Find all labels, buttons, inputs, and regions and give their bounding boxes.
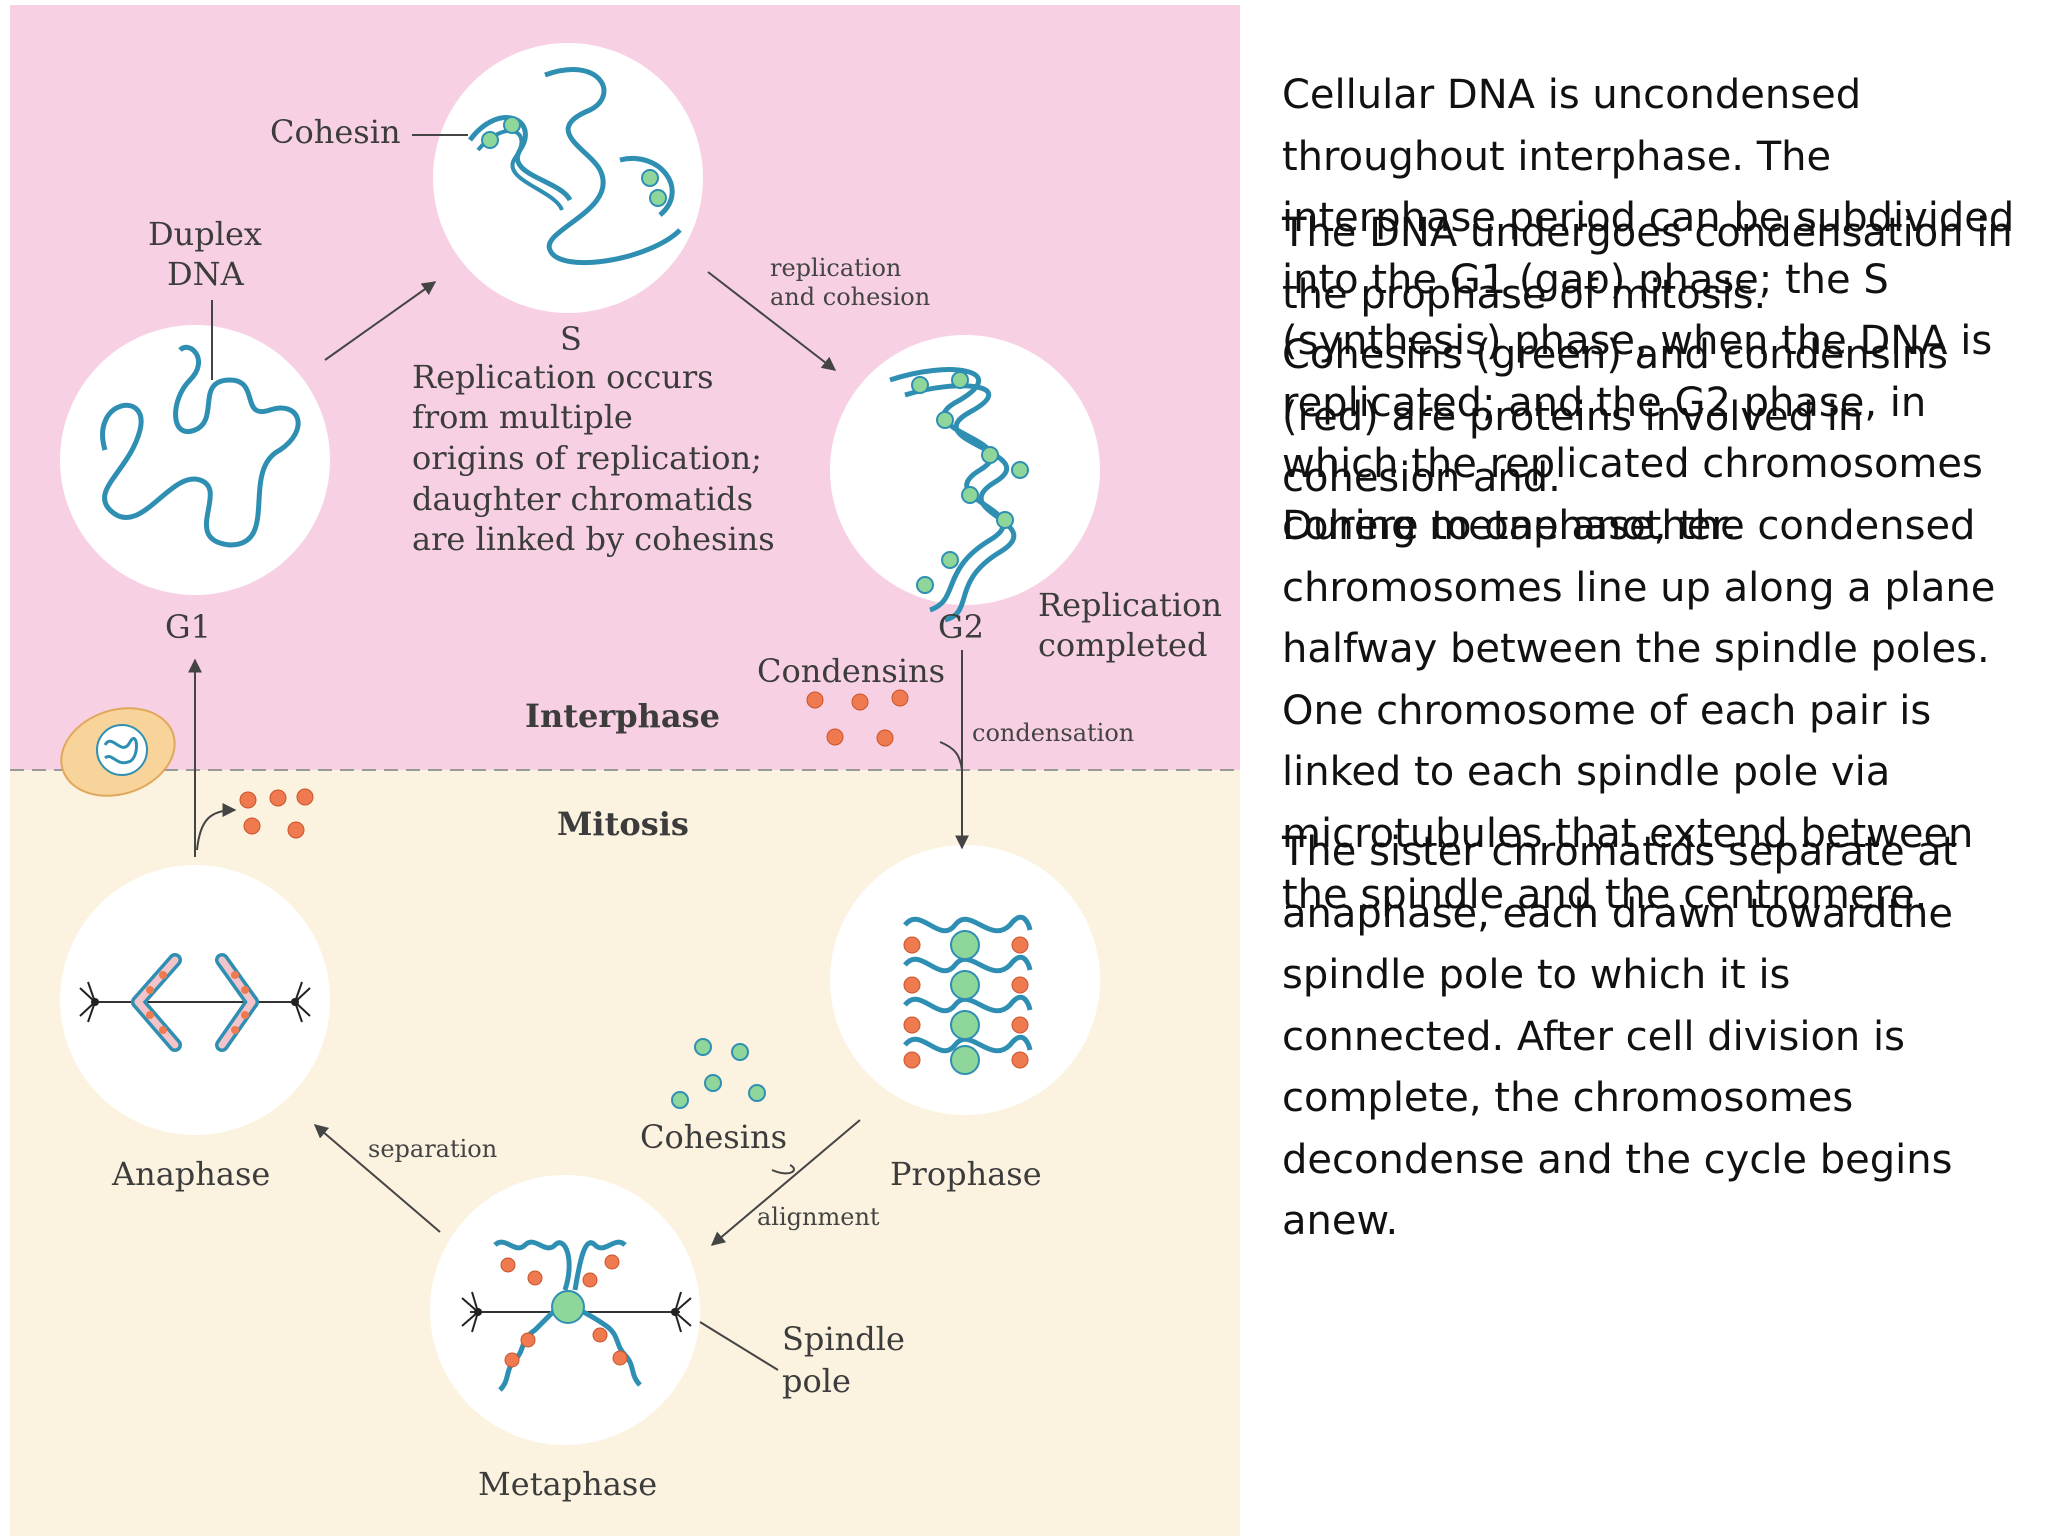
text-interphase: Cellular DNA is uncondensed throughout i… <box>1282 72 2015 549</box>
g1-phase-cell <box>60 300 330 595</box>
label-condensation: condensation <box>972 719 1134 747</box>
replication-description: Replication occurs from multiple origins… <box>412 358 775 558</box>
label-mitosis: Mitosis <box>557 805 689 843</box>
label-separation: separation <box>368 1135 497 1163</box>
label-cohesin: Cohesin <box>270 113 401 151</box>
s-phase-cell <box>433 43 703 313</box>
cell-cycle-diagram: Cohesin Duplex DNA S Replication occurs … <box>10 5 1240 1536</box>
svg-text:origins of replication;: origins of replication; <box>412 439 762 477</box>
label-anaphase: Anaphase <box>111 1155 270 1193</box>
label-g1: G1 <box>165 608 211 646</box>
label-condensins: Condensins <box>757 652 945 690</box>
text-metaphase: During metaphase, the condensed chromoso… <box>1282 503 1996 918</box>
svg-text:Replication occurs: Replication occurs <box>412 358 714 396</box>
label-duplex-dna-1: Duplex <box>148 215 262 253</box>
label-spindle-pole-2: pole <box>782 1362 851 1400</box>
label-duplex-dna-2: DNA <box>167 255 245 293</box>
label-g2: G2 <box>938 608 984 646</box>
label-replication-and-cohesion-2: and cohesion <box>770 283 930 311</box>
label-replication-completed-2: completed <box>1038 626 1207 664</box>
label-interphase: Interphase <box>525 697 720 735</box>
svg-text:from multiple: from multiple <box>412 398 633 436</box>
prophase-cell <box>830 845 1100 1115</box>
cohesin-dots-mitosis <box>671 1038 766 1109</box>
label-replication-completed-1: Replication <box>1038 586 1222 624</box>
text-cohesins-condensins: Cohesins (green) and condensins (red) ar… <box>1282 332 1948 501</box>
condensin-dots-mitosis <box>239 788 314 839</box>
metaphase-cell <box>430 1175 700 1445</box>
label-prophase: Prophase <box>890 1155 1042 1193</box>
svg-text:are linked by cohesins: are linked by cohesins <box>412 520 775 558</box>
label-alignment: alignment <box>757 1203 880 1231</box>
svg-text:daughter chromatids: daughter chromatids <box>412 480 753 518</box>
condensin-dots-interphase <box>806 689 909 747</box>
text-anaphase: The sister chromatids separate at anapha… <box>1282 829 1958 1244</box>
text-prophase-condensation: The DNA undergoes condensation in the pr… <box>1282 210 2013 318</box>
cycle-arrows <box>188 134 969 1371</box>
label-metaphase: Metaphase <box>478 1465 657 1503</box>
g2-phase-cell <box>830 335 1100 623</box>
label-cohesins: Cohesins <box>640 1118 787 1156</box>
dividing-cell-icon <box>60 707 176 797</box>
label-spindle-pole-1: Spindle <box>782 1320 905 1358</box>
anaphase-cell <box>60 865 330 1135</box>
label-replication-and-cohesion-1: replication <box>770 254 901 282</box>
label-s-phase: S <box>560 320 582 358</box>
